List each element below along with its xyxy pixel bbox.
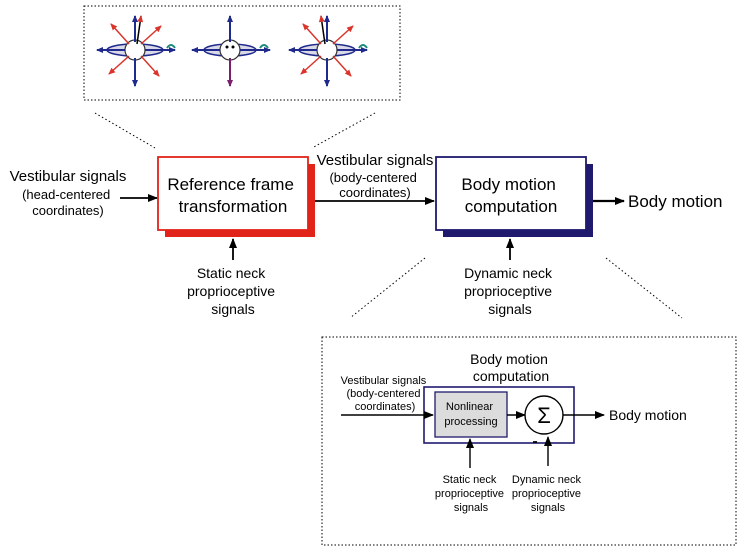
- detail-inset-frame: [321, 336, 737, 546]
- minus-sign: -: [532, 433, 537, 450]
- top-inset-frame: [83, 5, 401, 101]
- input-label: Vestibular signals: [10, 168, 127, 185]
- input-label-sub: (head-centered coordinates): [22, 187, 114, 218]
- head-orientation-figure-2: [191, 15, 271, 87]
- zoom-line: [94, 112, 156, 149]
- detail-input-label: Vestibular signals (body-centered coordi…: [341, 375, 430, 413]
- static-neck-label: Static neck proprioceptive signals: [187, 265, 279, 317]
- detail-dynamic-neck-label: Dynamic neck proprioceptive signals: [512, 474, 584, 514]
- zoom-line: [605, 257, 683, 319]
- sum-symbol: Σ: [537, 403, 551, 428]
- reference-frame-box: [157, 156, 309, 231]
- zoom-line: [311, 112, 376, 149]
- dynamic-neck-label: Dynamic neck proprioceptive signals: [464, 265, 556, 317]
- nonlinear-processing-box: [434, 391, 508, 438]
- box2-label: Body motion computation: [461, 175, 560, 216]
- output-label: Body motion: [628, 192, 723, 211]
- detail-title: Body motion computation: [470, 351, 552, 384]
- mid-label: Vestibular signals: [317, 152, 434, 169]
- nonlinear-label: Nonlinear processing: [444, 401, 497, 428]
- box1-label: Reference frame transformation: [167, 175, 298, 216]
- zoom-line: [349, 257, 426, 319]
- mid-label-sub: (body-centered coordinates): [329, 170, 420, 200]
- body-motion-computation-box: [435, 156, 587, 231]
- head-orientation-figure-3: [288, 15, 368, 87]
- detail-output-label: Body motion: [609, 407, 687, 423]
- detail-static-neck-label: Static neck proprioceptive signals: [435, 474, 507, 514]
- head-orientation-figure-1: [96, 15, 176, 87]
